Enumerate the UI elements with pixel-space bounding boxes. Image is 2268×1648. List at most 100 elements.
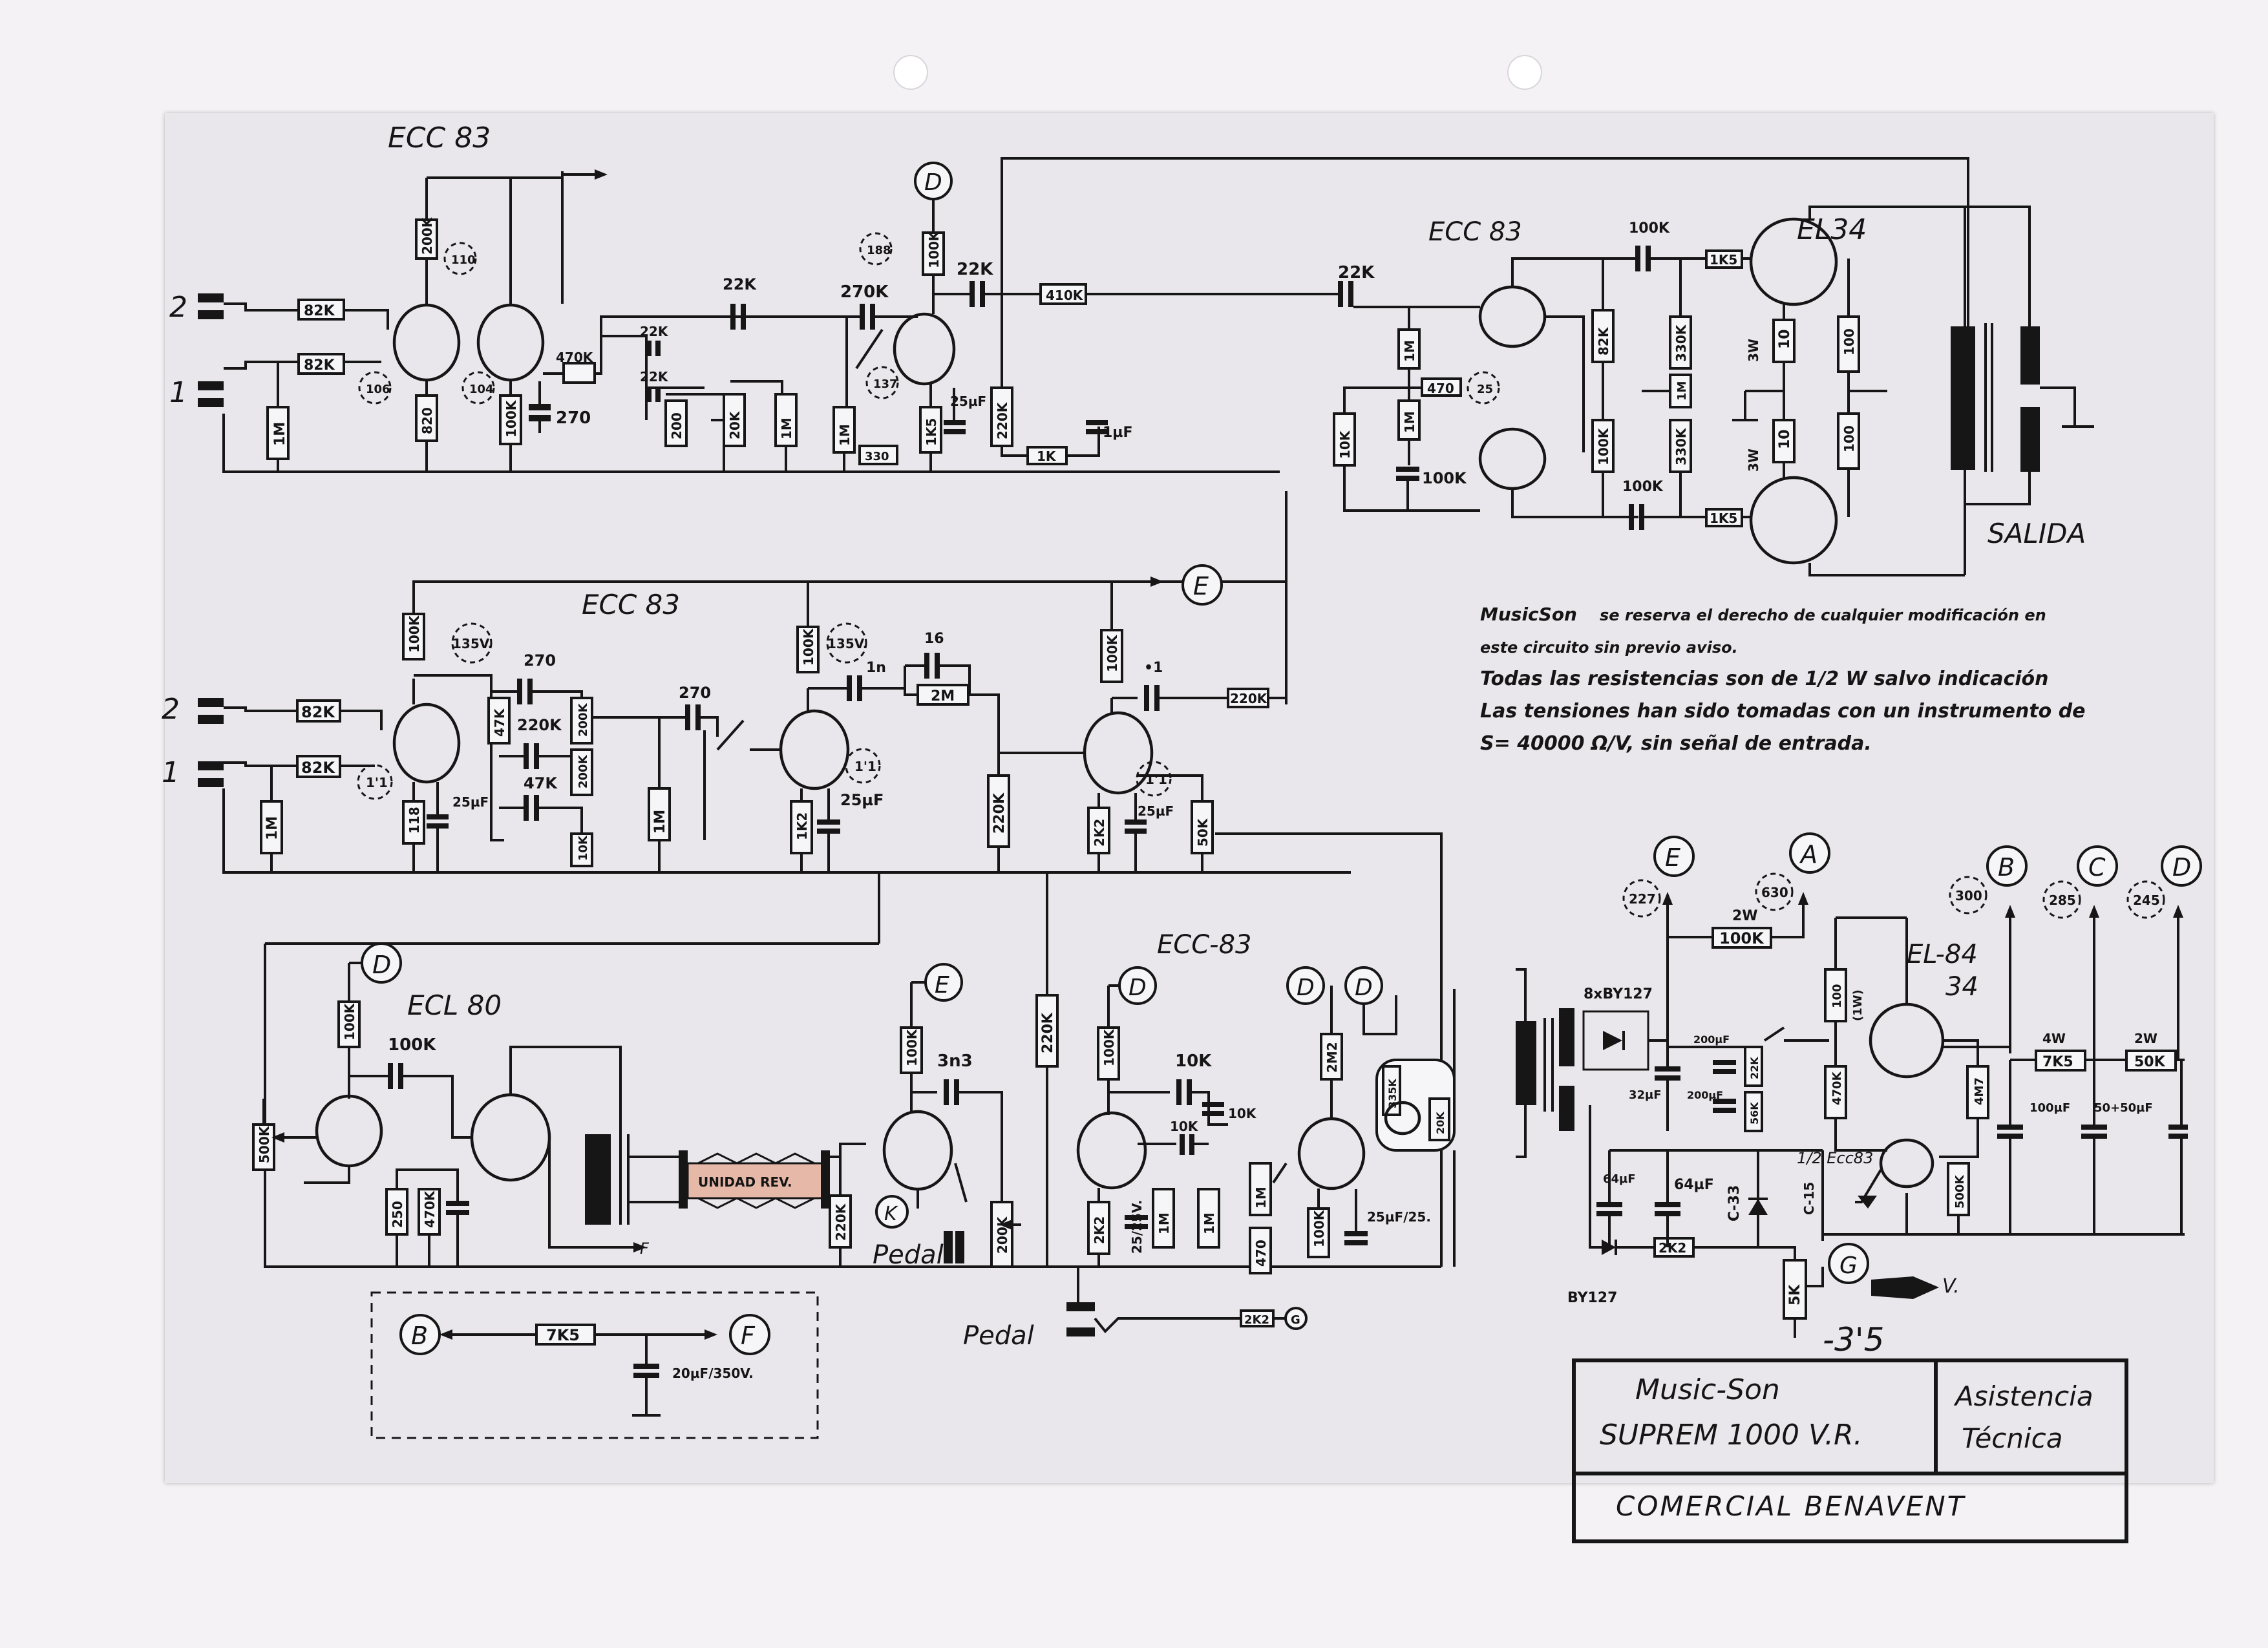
svg-text:este circuito sin previo aviso: este circuito sin previo aviso. [1480,639,1738,657]
svg-text:220K: 220K [517,716,562,734]
svg-text:C-15: C-15 [1801,1182,1817,1215]
svg-text:1M: 1M [1402,411,1417,433]
tube-label-ecc83-a: ECC 83 [388,121,491,154]
svg-text:135V.: 135V. [452,636,493,651]
svg-text:4M7: 4M7 [1973,1077,1986,1105]
svg-text:200: 200 [669,412,684,439]
svg-text:137: 137 [873,377,898,391]
svg-text:22K: 22K [640,324,669,339]
node-e-3: E [935,972,949,998]
title-service-2: Técnica [1962,1422,2063,1454]
svg-text:500K: 500K [257,1125,272,1163]
svg-text:(1W): (1W) [1851,989,1865,1021]
svg-text:Todas las resistencias son de: Todas las resistencias son de 1/2 W salv… [1480,668,2049,690]
node-f-1: F [741,1322,756,1350]
svg-text:BY127: BY127 [1567,1290,1617,1306]
svg-text:25µF/25.: 25µF/25. [1367,1209,1431,1225]
svg-text:50K: 50K [2134,1054,2166,1070]
svg-text:10: 10 [1777,429,1793,449]
svg-text:1M: 1M [652,810,668,834]
svg-text:1K: 1K [1037,449,1057,464]
node-b-2: B [1998,853,2015,882]
node-c: C [2088,853,2106,882]
svg-text:22K: 22K [723,275,757,293]
node-f-small: F [640,1240,650,1258]
svg-text:470K: 470K [1830,1071,1844,1105]
svg-text:220K: 220K [991,792,1008,834]
node-d-2: D [372,951,391,979]
tube-label-ecc83-b: ECC 83 [1428,217,1522,247]
schematic-sheet [165,113,2214,1483]
svg-text:C-33: C-33 [1726,1185,1743,1221]
svg-text:1K2: 1K2 [794,812,810,840]
tube-label-el84-handwritten: 34 [1945,972,1978,1002]
svg-text:470: 470 [1253,1240,1269,1267]
svg-text:10K: 10K [1170,1119,1199,1134]
svg-text:1K5: 1K5 [1710,252,1737,268]
svg-text:100K: 100K [801,628,816,666]
svg-text:100K: 100K [1629,220,1670,237]
svg-text:1M: 1M [837,424,853,446]
svg-text:47K: 47K [492,708,507,737]
svg-text:200K: 200K [419,217,435,255]
svg-text:1K5: 1K5 [924,418,939,446]
svg-text:500K: 500K [1953,1174,1967,1209]
svg-text:100K: 100K [342,1002,357,1041]
svg-text:2K2: 2K2 [1659,1240,1686,1256]
power-supply: 8xBY127 E 227 100K 2W A 630 32µF 200µF 2… [1516,832,2202,1358]
node-g: G [1839,1252,1858,1279]
svg-text:25µF: 25µF [1138,803,1174,819]
svg-text:16: 16 [924,631,944,647]
svg-text:20K: 20K [1434,1112,1447,1134]
node-d-5: D [1355,975,1373,1001]
svg-text:7K5: 7K5 [546,1326,580,1344]
svg-text:1M: 1M [1202,1212,1217,1234]
input-2-label-b: 2 [162,693,180,726]
svg-text:1'1: 1'1 [854,759,876,774]
tube-label-el34: EL34 [1797,213,1867,246]
svg-text:470: 470 [1427,381,1454,396]
output-label-salida: SALIDA [1987,518,2086,549]
svg-text:470K: 470K [556,350,594,365]
svg-text:285: 285 [2049,893,2076,908]
svg-text:V.: V. [1942,1275,1960,1298]
svg-text:1n: 1n [866,660,886,676]
svg-text:1M: 1M [779,417,794,439]
svg-text:1M: 1M [1675,381,1689,401]
svg-text:100: 100 [1841,328,1857,355]
svg-text:25µF: 25µF [950,394,986,409]
node-e-2: E [1193,572,1209,600]
node-k: K [884,1203,898,1225]
svg-text:410K: 410K [1046,288,1084,303]
svg-text:100K: 100K [1105,634,1120,672]
svg-text:10K: 10K [1228,1106,1257,1121]
svg-text:100µF: 100µF [2030,1101,2070,1115]
svg-text:250: 250 [390,1201,405,1228]
svg-text:1M: 1M [1402,340,1417,362]
pedal-label-2: Pedal [963,1321,1034,1351]
svg-text:335K: 335K [1386,1079,1399,1108]
tube-label-ecc83-c: ECC 83 [582,589,680,620]
svg-text:1M: 1M [264,816,281,840]
svg-text:10K: 10K [1175,1051,1212,1071]
svg-text:270: 270 [556,408,591,428]
svg-text:20K: 20K [727,410,743,439]
svg-text:2W: 2W [1732,908,1758,924]
svg-text:100K: 100K [1596,427,1611,465]
svg-text:2K2: 2K2 [1244,1313,1269,1327]
reverb-unit-label: UNIDAD REV. [698,1174,792,1190]
svg-text:10: 10 [1777,329,1793,349]
svg-text:25µF: 25µF [452,794,489,810]
svg-text:220K: 220K [833,1203,849,1241]
node-d-4: D [1297,975,1315,1001]
svg-text:25: 25 [1477,383,1493,396]
svg-text:7K5: 7K5 [2042,1054,2073,1070]
svg-text:82K: 82K [301,759,335,777]
svg-text:100K: 100K [407,615,422,653]
svg-text:1µF: 1µF [1103,425,1133,441]
notes-block: MusicSon se reserva el derecho de cualqu… [1480,604,2086,755]
svg-text:100K: 100K [1311,1209,1327,1247]
svg-text:200K: 200K [577,703,590,737]
svg-text:22K: 22K [957,260,993,279]
